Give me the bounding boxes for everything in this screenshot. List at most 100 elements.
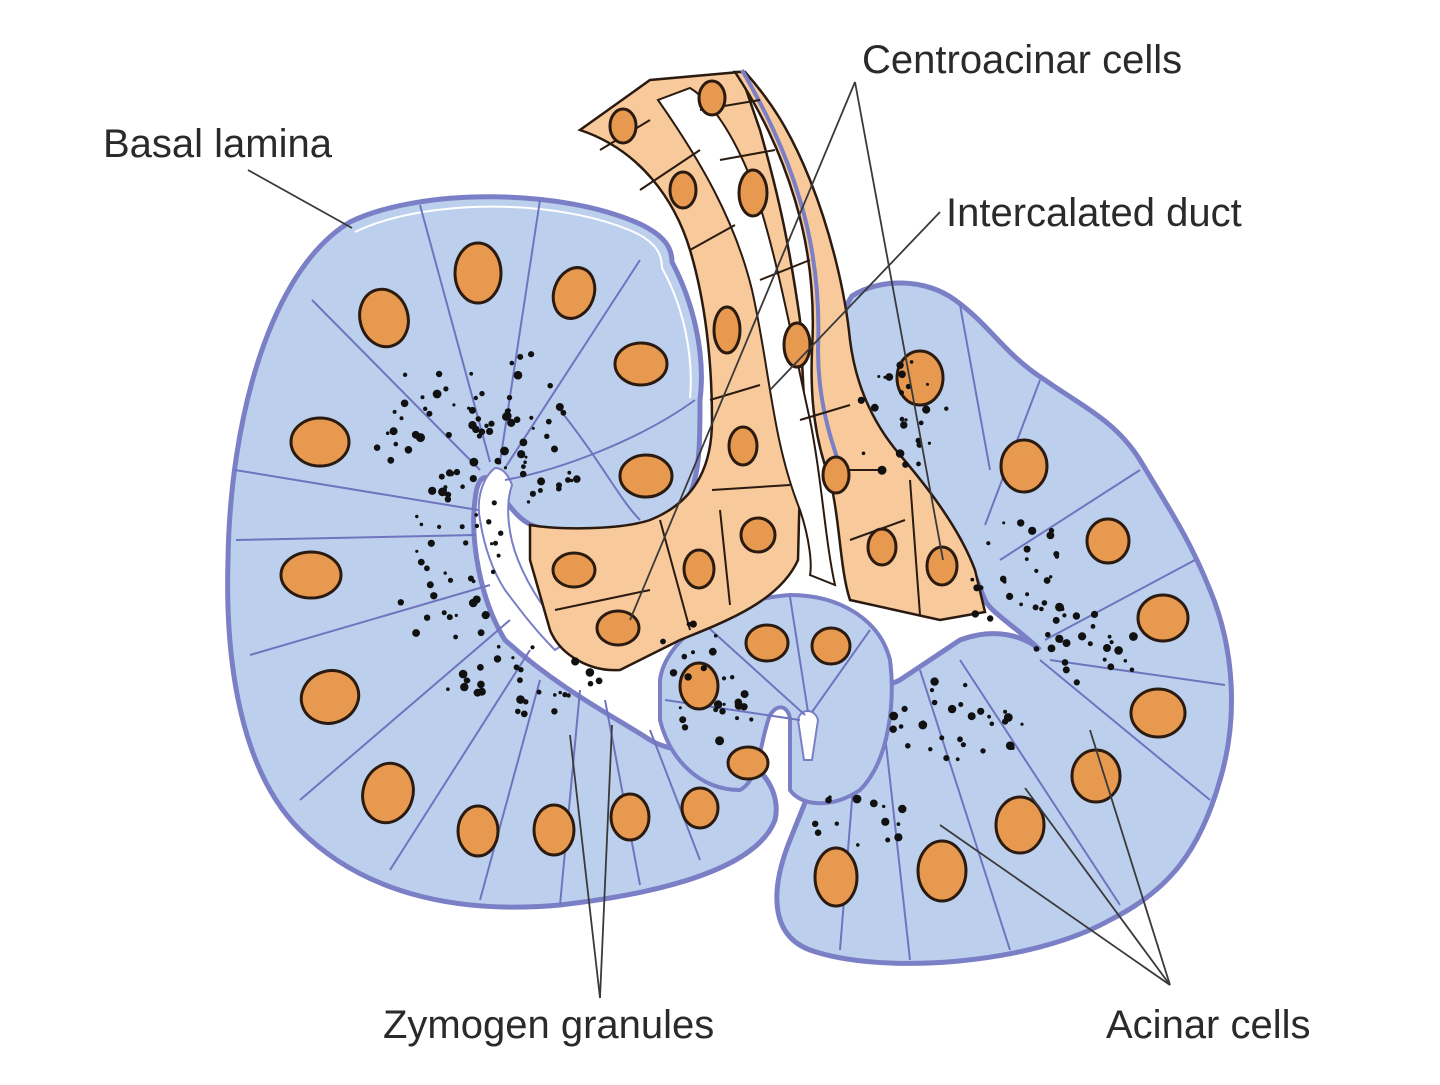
zymogen-granule [1060, 607, 1065, 611]
zymogen-granule [488, 420, 495, 427]
zymogen-granule [881, 817, 890, 826]
zymogen-granule [460, 682, 469, 692]
zymogen-granule [987, 714, 991, 719]
zymogen-granule [427, 539, 435, 547]
zymogen-granule [521, 464, 526, 469]
zymogen-granule [700, 665, 707, 672]
zymogen-granule [493, 540, 498, 546]
zymogen-granule [684, 673, 692, 681]
zymogen-granule [1123, 659, 1128, 663]
zymogen-granule [967, 712, 976, 721]
leader-lines [247, 81, 1171, 999]
zymogen-granule [812, 820, 819, 827]
zymogen-granule [537, 488, 543, 493]
zymogen-granule [430, 592, 438, 600]
zymogen-granule [486, 427, 494, 435]
zymogen-granule [1062, 666, 1070, 674]
zymogen-granule [1107, 634, 1112, 639]
leader-zymogen-1 [569, 734, 601, 999]
zymogen-granule [904, 418, 908, 422]
zymogen-granule [443, 386, 449, 392]
zymogen-granule [1114, 646, 1123, 655]
left-acinus-cell-borders [234, 199, 701, 906]
zymogen-granule [1047, 644, 1056, 653]
zymogen-granule [1102, 657, 1107, 662]
zymogen-granule [529, 490, 537, 497]
zymogen-granule [515, 708, 521, 715]
zymogen-granule [721, 676, 727, 681]
zymogen-granule [445, 431, 452, 439]
zymogen-granule [516, 695, 525, 704]
zymogen-granule [856, 843, 860, 847]
zymogen-granule [916, 461, 921, 467]
zymogen-granule [955, 757, 960, 762]
zymogen-granule [469, 475, 477, 483]
acinar-cells-label: Acinar cells [1106, 1003, 1311, 1047]
zymogen-granule [518, 667, 524, 673]
zymogen-granule [551, 445, 558, 453]
zymogen-granule [1010, 745, 1015, 750]
zymogen-granule [472, 425, 480, 434]
zymogen-granule [895, 449, 905, 458]
zymogen-granule [484, 423, 489, 428]
zymogen-granule [415, 549, 419, 553]
zymogen-granule [468, 598, 478, 608]
zymogen-granule [460, 484, 465, 490]
zymogen-granule [1078, 632, 1087, 641]
zymogen-granule [424, 565, 430, 572]
zymogen-granule [1024, 557, 1029, 561]
zymogen-granule [513, 664, 520, 671]
zymogen-granule [691, 650, 695, 655]
zymogen-granule [740, 690, 749, 699]
right-acinus-cell-borders [839, 304, 1226, 961]
zymogen-granule [1028, 526, 1037, 535]
zymogen-granule [459, 524, 465, 530]
duct-right-wall [732, 70, 987, 622]
zymogen-granule [1020, 722, 1024, 726]
zymogen-granule [852, 794, 862, 804]
zymogen-granule [513, 416, 521, 424]
zymogen-granule [553, 693, 557, 697]
zymogen-granule [883, 375, 887, 379]
zymogen-granule [1019, 602, 1023, 607]
zymogen-granule [870, 403, 879, 412]
zymogen-granule [443, 571, 447, 575]
zymogen-granule [435, 370, 443, 378]
zymogen-granule [857, 396, 865, 404]
zymogen-granule [473, 395, 478, 401]
zymogen-granule [444, 496, 452, 503]
zymogen-granule [458, 669, 468, 679]
zymogen-granule [986, 541, 991, 546]
zymogen-granule [930, 677, 939, 686]
zymogen-granule [496, 460, 502, 465]
zymogen-granule [861, 451, 866, 456]
zymogen-granule [445, 491, 452, 498]
middle-acinus-cell-borders [664, 596, 871, 721]
zymogen-granule [423, 406, 428, 411]
zymogen-granule [479, 390, 485, 397]
basal-lamina-label: Basal lamina [103, 122, 333, 166]
zymogen-granule [468, 406, 476, 414]
zymogen-granule [1033, 646, 1040, 652]
zymogen-granule [977, 707, 985, 715]
zymogen-granule [385, 431, 390, 436]
zymogen-granule [1045, 631, 1051, 638]
zymogen-granule [432, 389, 442, 399]
zymogen-granule [437, 524, 442, 530]
zymogen-granule [681, 724, 689, 731]
zymogen-granule [889, 711, 899, 721]
zymogen-granule [523, 460, 527, 465]
zymogen-granule [400, 399, 409, 408]
zymogen-granule [947, 704, 957, 714]
zymogen-granule [573, 475, 581, 483]
zymogen-granule [520, 710, 528, 718]
zymogen-granule [567, 470, 572, 475]
zymogen-granule [496, 553, 501, 558]
zymogen-granule [898, 370, 906, 379]
zymogen-granule [708, 647, 717, 656]
zymogen-granule [595, 677, 603, 685]
zymogen-granule [834, 821, 839, 826]
zymogen-granule [519, 438, 528, 447]
zymogen-granule [973, 584, 981, 592]
